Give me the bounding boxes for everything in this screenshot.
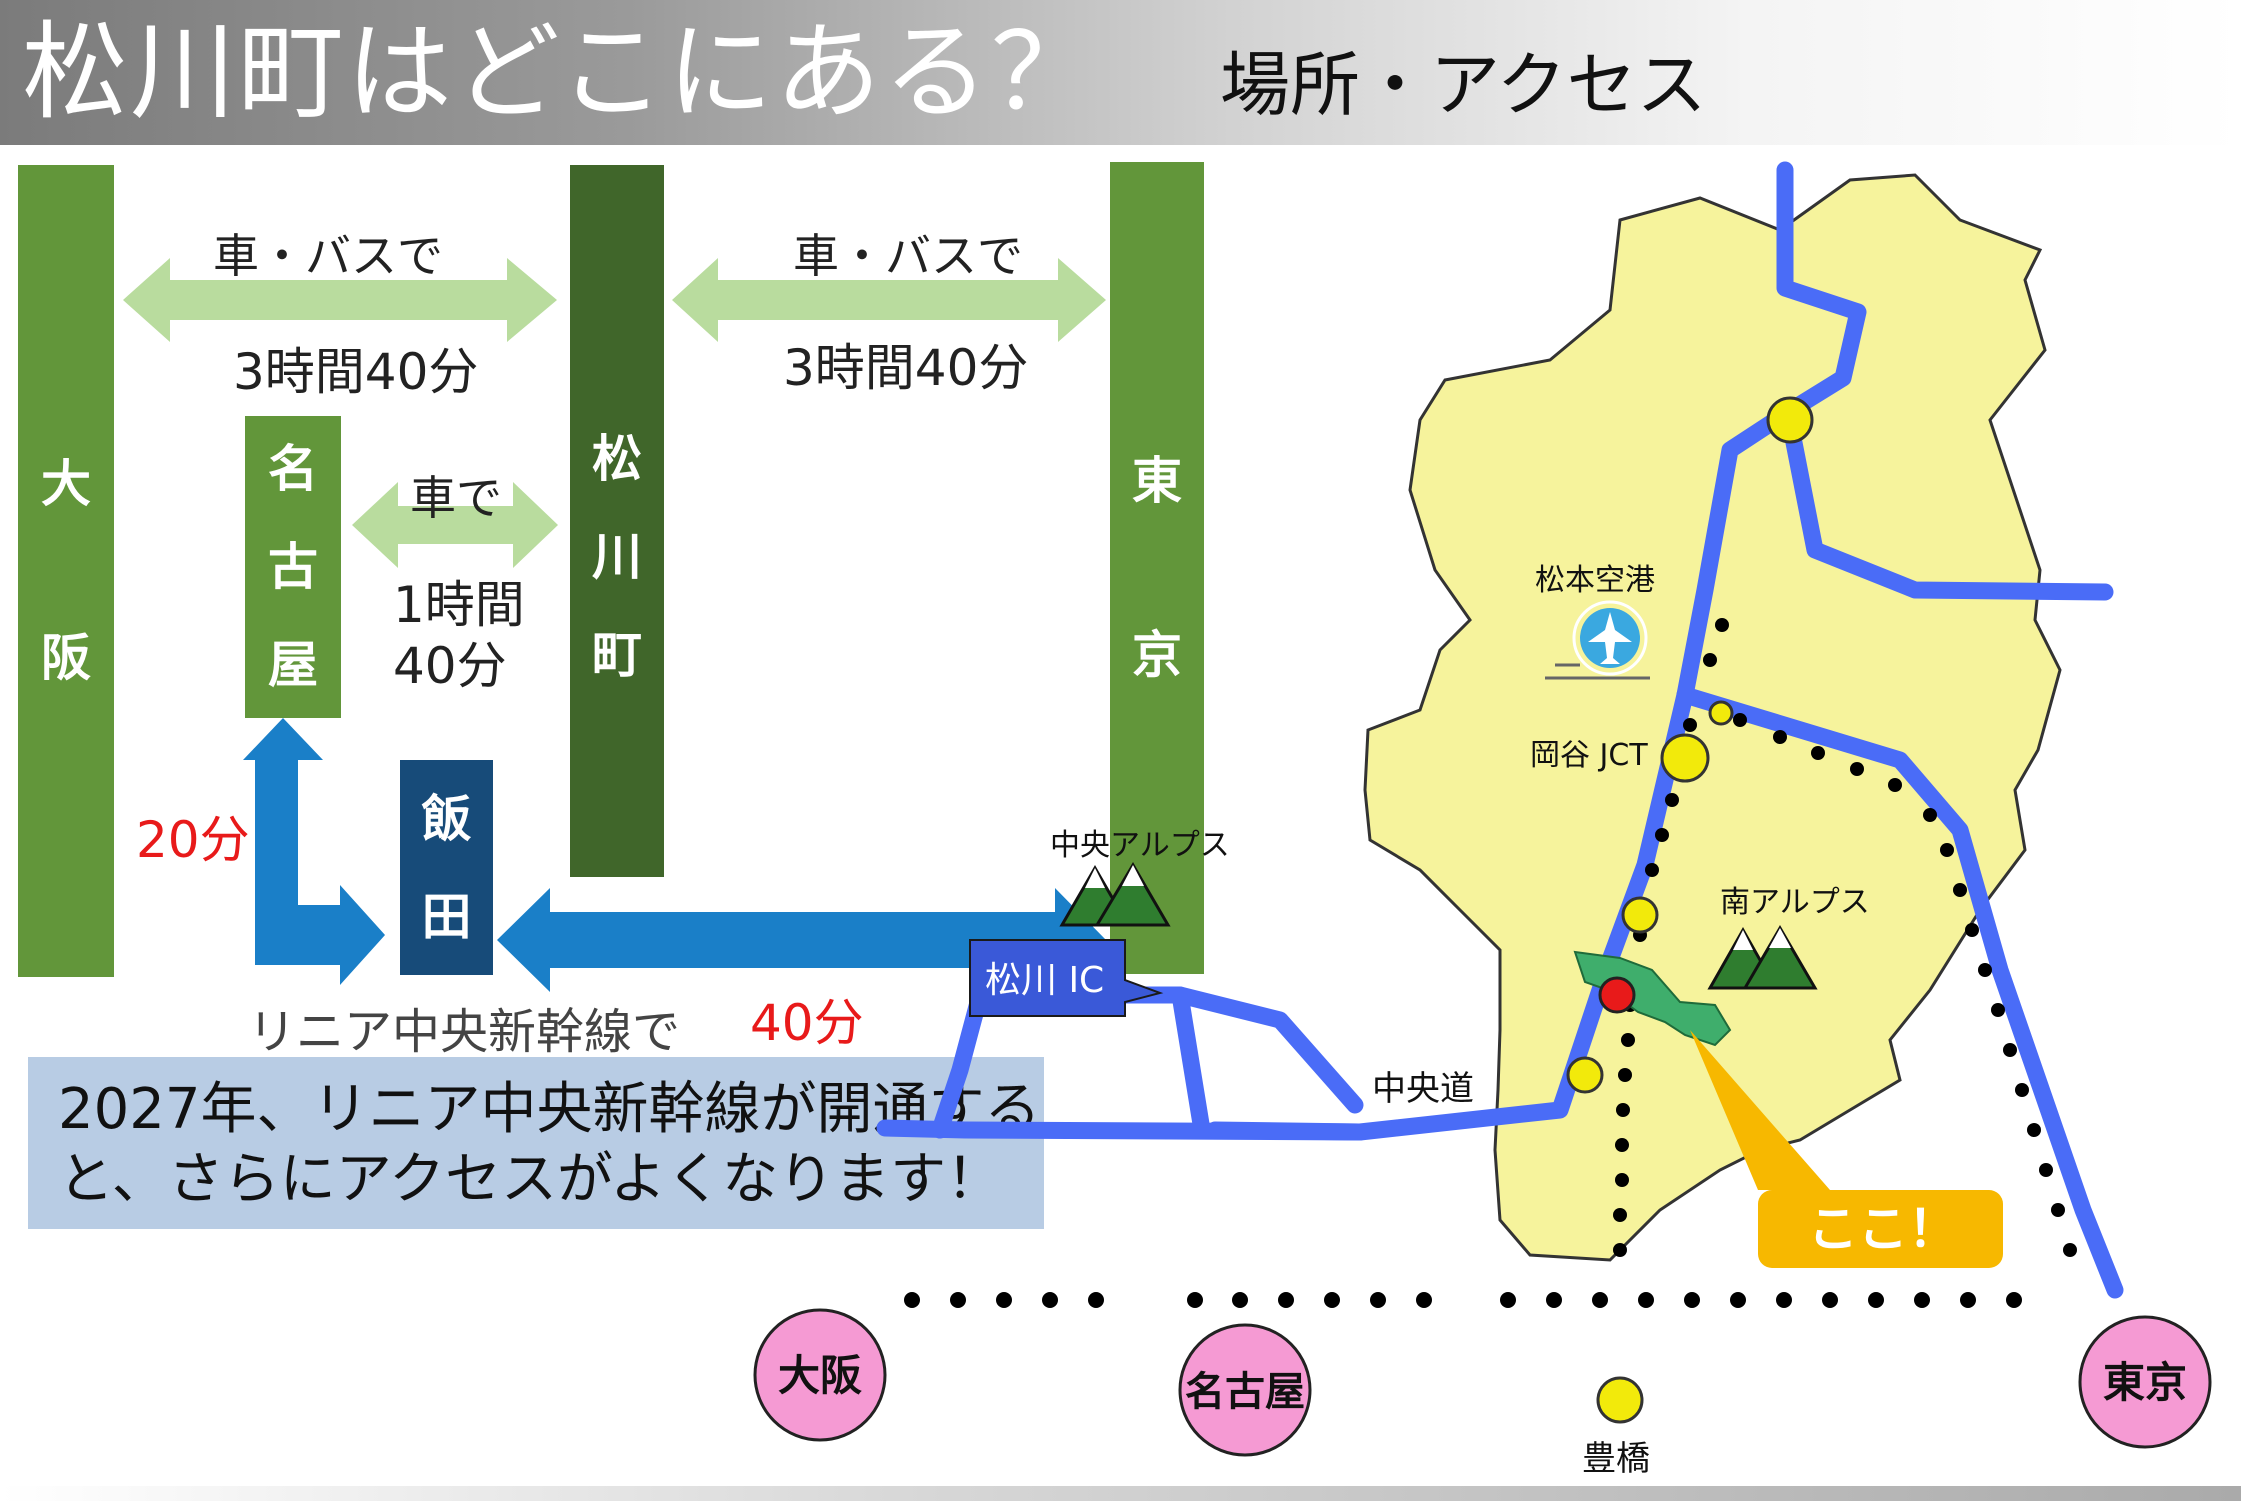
access-arrows [123,258,1106,992]
map-here-callout-tail [1690,1030,1830,1190]
bar-tokyo-char: 東 [1132,452,1182,510]
info-box: 2027年、リニア中央新幹線が開通する と、さらにアクセスがよくなります！ [28,1057,1044,1229]
map-here-callout [1758,1190,2003,1268]
bar-iida-char: 田 [421,887,472,946]
map-label-nagoya: 名古屋 [1185,1369,1305,1415]
map-ic-callout [969,939,1164,1017]
map-label-tokyo: 東京 [2103,1358,2187,1407]
map-airport-icon [1545,600,1650,680]
map-label-toyohashi: 豊橋 [1582,1439,1650,1479]
bar-tokyo-char: 京 [1132,626,1182,684]
bar-nagoya-char: 屋 [268,636,318,694]
label-nagoya-iida-time: 20分 [136,811,250,869]
map-label-okaya-jct: 岡谷 JCT [1530,738,1648,773]
bar-matsukawa-char: 町 [592,626,642,684]
info-line-2: と、さらにアクセスがよくなります！ [58,1147,1003,1212]
bar-nagoya-char: 名 [268,440,318,498]
map-label-chuo-alps: 中央アルプス [1050,828,1230,863]
bar-iida: 飯 田 [400,760,493,975]
bar-matsukawa-char: 松 [592,430,642,488]
arrow-osaka-matsukawa [123,258,557,342]
footer-band [0,1486,2241,1501]
page-subtitle: 場所・アクセス [1220,44,1707,126]
map-label-airport: 松本空港 [1535,563,1655,598]
map-label-minami-alps: 南アルプス [1720,885,1870,920]
info-line-1: 2027年、リニア中央新幹線が開通する [58,1077,1041,1142]
map-mountain-icon-chuo [1059,862,1171,927]
label-nagoya-matsukawa-time-1: 1時間 [393,576,525,634]
label-matsukawa-tokyo-time: 3時間40分 [783,339,1029,397]
bar-nagoya: 名 古 屋 [245,416,341,718]
bar-tokyo: 東 京 [1110,162,1204,974]
map-city-nagoya: 名古屋 [1178,1323,1312,1457]
label-matsukawa-tokyo-mode: 車・バスで [793,229,1023,283]
bar-matsukawa: 松 川 町 [570,165,664,877]
map-label-here: ここ！ [1808,1200,1958,1258]
map-mountain-icon-minami [1707,925,1818,990]
bar-osaka-char: 大 [41,455,91,513]
label-nagoya-matsukawa-mode: 車で [410,471,502,525]
arrow-iida-tokyo-linear [497,888,1106,992]
label-linear: リニア中央新幹線で [248,1004,681,1060]
label-nagoya-matsukawa-time-2: 40分 [393,637,507,695]
bar-nagoya-char: 古 [268,538,318,596]
header-band [0,0,2241,145]
label-osaka-matsukawa-mode: 車・バスで [213,229,443,283]
bar-osaka-char: 阪 [41,629,91,687]
arrow-nagoya-matsukawa [352,482,558,568]
map-label-matsukawa-ic: 松川 IC [985,960,1104,1001]
page-title: 松川町はどこにある？ [22,11,1099,134]
bar-matsukawa-char: 川 [592,528,642,586]
map-matsukawa-marker [1598,976,1636,1014]
bar-iida-char: 飯 [421,789,472,848]
label-osaka-matsukawa-time: 3時間40分 [233,343,479,401]
bar-osaka: 大 阪 [18,165,114,977]
arrow-matsukawa-tokyo [672,258,1106,342]
map-label-chuodo: 中央道 [1372,1069,1474,1109]
map-city-tokyo: 東京 [2078,1315,2212,1449]
arrow-nagoya-iida [243,718,385,985]
map-label-osaka: 大阪 [778,1351,862,1400]
label-linear-time: 40分 [750,994,864,1052]
map: 松川 IC ここ！ 大阪 名古屋 東京 松本空港 岡谷 JCT 中央アルプス 南… [753,161,2212,1479]
map-city-osaka: 大阪 [753,1308,887,1442]
